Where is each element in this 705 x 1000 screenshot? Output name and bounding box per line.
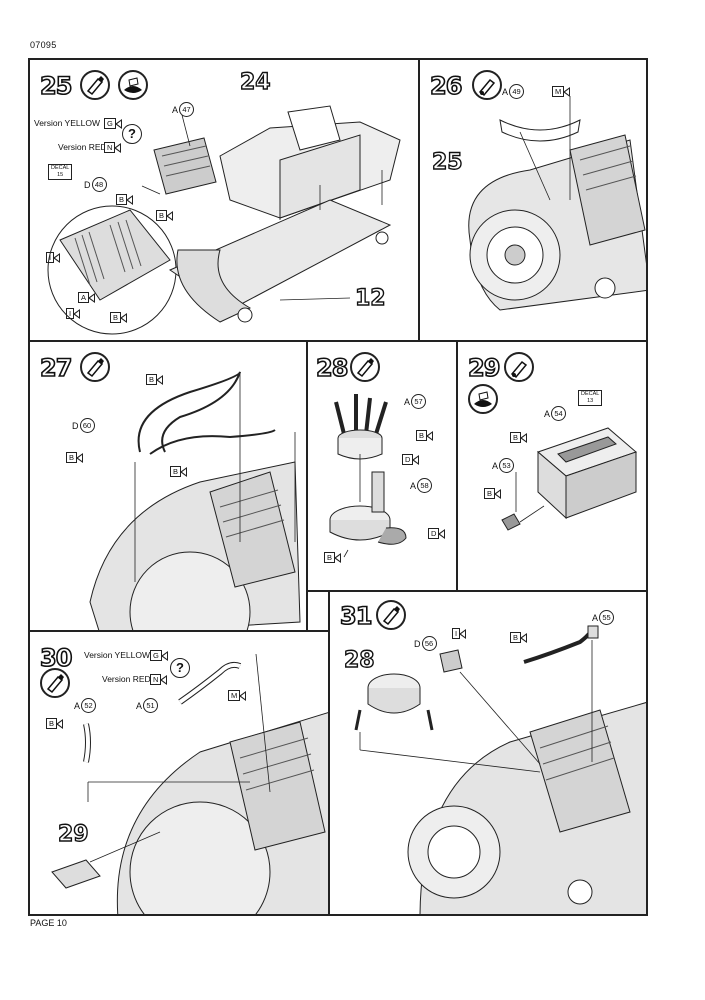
decal-water-icon (468, 384, 498, 414)
version-red-text: Version RED (102, 674, 151, 684)
tag-m: M (228, 690, 247, 701)
tag-b-1: B (416, 430, 434, 441)
step-25-panel: 25 24 12 Version YELLOW G Version RED N … (28, 58, 420, 342)
part-label-28: 28 (343, 648, 375, 673)
tag-b-2: B (66, 452, 84, 463)
tag-a: A (78, 292, 96, 303)
tag-b-2: B (484, 488, 502, 499)
tag-b-1: B (116, 194, 134, 205)
step-29-number: 29 (467, 354, 501, 382)
version-yellow-text: Version YELLOW (34, 118, 100, 128)
glue-tube-icon (40, 668, 70, 698)
tag-yellow-g: G (104, 118, 122, 129)
tag-yellow-g: G (150, 650, 168, 661)
step-30-drawing (51, 653, 328, 914)
step-26-drawing (468, 96, 646, 311)
part-label-12: 12 (354, 286, 386, 311)
page-number: PAGE 10 (30, 918, 67, 928)
step-25-drawing (47, 105, 401, 335)
step-31-number: 31 (339, 602, 373, 630)
step-31-drawing (354, 625, 646, 914)
tag-b-1: B (146, 374, 164, 385)
glue-tube-icon (80, 352, 110, 382)
version-yellow-text: Version YELLOW (84, 650, 150, 660)
tag-b-2: B (324, 552, 342, 563)
tag-i: I (452, 628, 467, 639)
part-label-29: 29 (57, 822, 89, 847)
question-mark-icon: ? (170, 658, 190, 678)
tag-red-n: N (150, 674, 168, 685)
step-29-drawing (501, 427, 637, 531)
paint-brush-icon (472, 70, 502, 100)
tag-b: B (46, 718, 64, 729)
glue-tube-icon (376, 600, 406, 630)
decal-water-icon (118, 70, 148, 100)
step-30-number: 30 (39, 644, 73, 672)
step-27-number: 27 (39, 354, 73, 382)
document-number: 07095 (30, 40, 57, 50)
part-label-25: 25 (431, 150, 463, 175)
step-25-number: 25 (39, 72, 73, 100)
tag-b: B (510, 632, 528, 643)
tag-m: M (552, 86, 571, 97)
step-26-number: 26 (429, 72, 463, 100)
step-28-drawing (329, 394, 407, 558)
tag-red-n: N (104, 142, 122, 153)
step-28-number: 28 (315, 354, 349, 382)
tag-b-2: B (156, 210, 174, 221)
step-27-drawing (89, 371, 301, 630)
paint-brush-icon (504, 352, 534, 382)
tag-d-1: D (402, 454, 420, 465)
tag-b-3: B (170, 466, 188, 477)
part-label-24: 24 (239, 70, 271, 95)
tag-b-3: B (110, 312, 128, 323)
glue-tube-icon (350, 352, 380, 382)
tag-b-1: B (510, 432, 528, 443)
glue-tube-icon (80, 70, 110, 100)
tag-d-2: D (428, 528, 446, 539)
question-mark-icon: ? (122, 124, 142, 144)
version-red-text: Version RED (58, 142, 107, 152)
